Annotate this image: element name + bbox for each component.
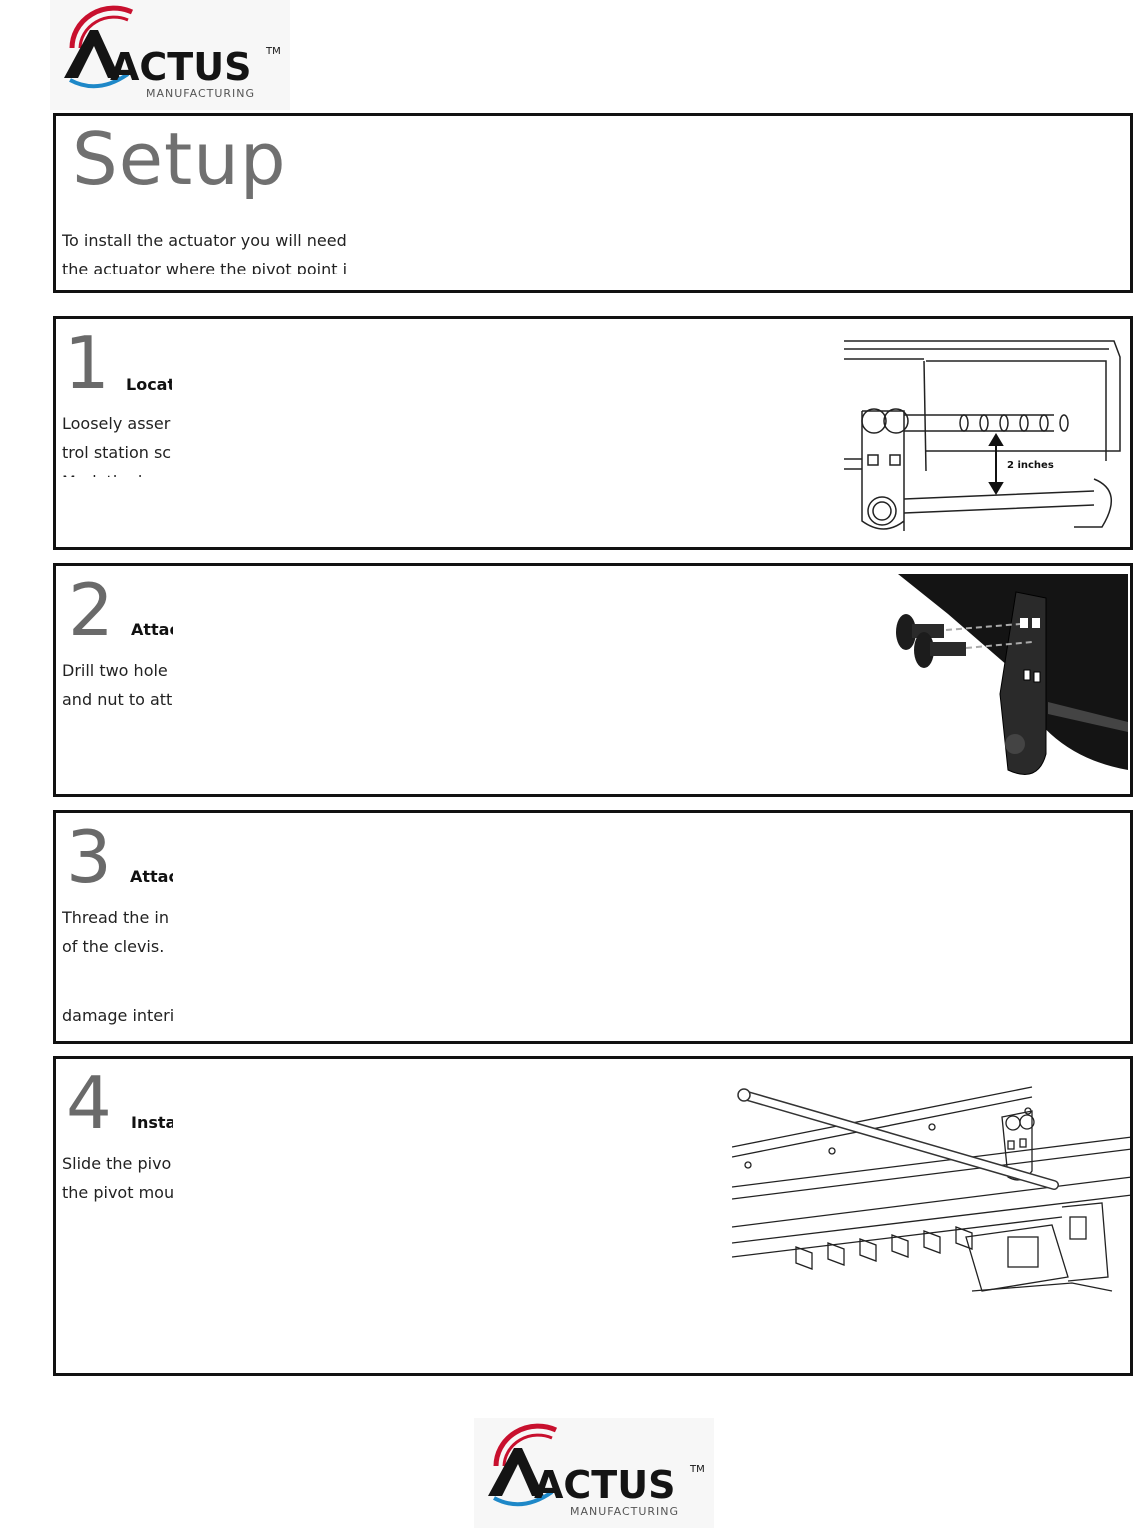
step-4-line-2: the pivot mou <box>62 1183 174 1202</box>
step-3-number: 3 <box>66 815 112 899</box>
dimension-label: 2 inches <box>1007 460 1054 471</box>
setup-line-2: the actuator where the pivot point i <box>62 260 348 274</box>
step-1-line-1: Loosely asser <box>62 414 171 433</box>
svg-text:MANUFACTURING: MANUFACTURING <box>146 87 255 100</box>
step-2-body: Drill two hole and nut to att <box>62 656 174 716</box>
step-4-body: Slide the pivo the pivot mou sure not to <box>62 1149 174 1215</box>
setup-panel: Setup To install the actuator you will n… <box>53 113 1133 293</box>
step-1-line-2: trol station sc <box>62 443 172 462</box>
step-1-title: Locat <box>126 375 172 394</box>
step-2-number: 2 <box>68 568 114 652</box>
step-4-number: 4 <box>66 1061 112 1145</box>
actus-logo-top: ACTUS TM MANUFACTURING <box>50 0 290 110</box>
step-4-line-3: sure not to <box>62 1207 174 1215</box>
step-2-line-2: and nut to att <box>62 690 173 709</box>
step-3-line-3: damage interi <box>62 1006 174 1025</box>
step-3-panel: 3 Attac Thread the in of the clevis. dam… <box>53 810 1133 1044</box>
brand-wordmark: ACTUS <box>534 1463 675 1507</box>
setup-title: Setup <box>72 117 287 201</box>
actus-logo-bottom: ACTUS TM MANUFACTURING <box>474 1418 714 1528</box>
brand-wordmark: ACTUS <box>110 45 251 89</box>
step-1-line-3: Mark the lo <box>62 467 172 477</box>
step-2-illustration <box>888 574 1128 788</box>
setup-intro: To install the actuator you will need th… <box>62 226 362 274</box>
step-4-line-1: Slide the pivo <box>62 1154 172 1173</box>
step-1-body: Loosely asser trol station sc Mark the l… <box>62 409 172 477</box>
step-1-illustration: 2 inches <box>844 331 1124 531</box>
step-1-panel: 1 Locat Loosely asser trol station sc Ma… <box>53 316 1133 550</box>
svg-text:TM: TM <box>689 1464 705 1475</box>
step-2-line-1: Drill two hole <box>62 661 168 680</box>
step-2-panel: 2 Attac Drill two hole and nut to att <box>53 563 1133 797</box>
step-3-body-tail: damage interi <box>62 1001 174 1031</box>
step-3-line-2: of the clevis. <box>62 937 165 956</box>
step-4-illustration <box>731 1077 1130 1327</box>
svg-text:TM: TM <box>265 46 281 57</box>
svg-text:MANUFACTURING: MANUFACTURING <box>570 1505 679 1518</box>
step-3-body: Thread the in of the clevis. <box>62 903 174 963</box>
step-3-line-1: Thread the in <box>62 908 169 927</box>
setup-line-1: To install the actuator you will need <box>62 231 347 250</box>
step-4-title: Insta <box>131 1113 173 1132</box>
step-4-panel: 4 Insta Slide the pivo the pivot mou sur… <box>53 1056 1133 1376</box>
step-2-title: Attac <box>131 620 173 639</box>
step-1-number: 1 <box>64 321 110 405</box>
step-3-title: Attac <box>130 867 173 886</box>
